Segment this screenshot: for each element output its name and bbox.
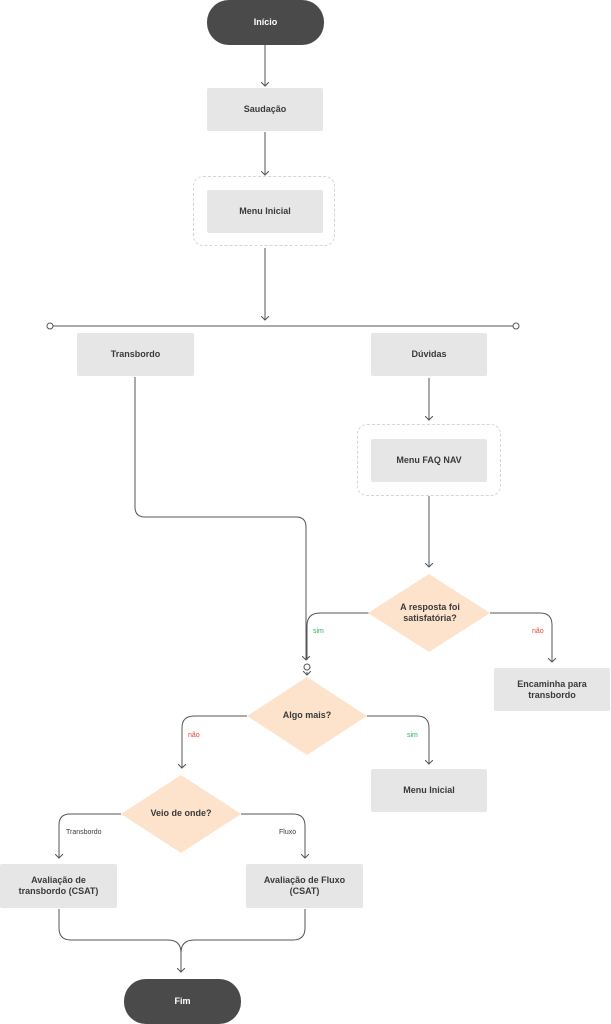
label-algo-nao: não <box>188 732 200 739</box>
label-resposta-sim: sim <box>313 628 324 635</box>
label-origem-fluxo: Fluxo <box>279 829 297 836</box>
end-node: Fim <box>124 979 241 1024</box>
start-node: Início <box>207 0 324 45</box>
decision-resposta-label: A resposta foi satisfatória? <box>400 601 460 623</box>
duvidas-box: Dúvidas <box>371 333 487 376</box>
edge-fluxo-merge <box>180 909 306 954</box>
menu-faq-nav-box: Menu FAQ NAV <box>371 439 487 482</box>
merge-point <box>303 663 311 671</box>
label-resposta-nao: não <box>532 628 544 635</box>
decision-resposta-shape <box>368 574 490 652</box>
split-bar-end <box>512 322 520 330</box>
avaliacao-transbordo-box: Avaliação de transbordo (CSAT) <box>0 864 117 908</box>
decision-veio-shape <box>121 775 241 853</box>
edge-origem-transbordo <box>59 813 121 858</box>
menu-inicial-box: Menu Inicial <box>207 190 323 233</box>
avaliacao-fluxo-box: Avaliação de Fluxo (CSAT) <box>246 864 363 908</box>
edge-resposta-sim <box>306 612 370 660</box>
edge-resposta-nao <box>490 612 552 662</box>
menu-faq-highlight <box>357 424 501 496</box>
encaminha-transbordo-box: Encaminha para transbordo <box>494 668 610 711</box>
menu-inicial-2-box: Menu Inicial <box>371 769 487 812</box>
split-bar-start <box>46 322 54 330</box>
edge-algo-nao <box>182 715 247 768</box>
decision-veio-label: Veio de onde? <box>150 808 212 819</box>
saudacao-box: Saudação <box>207 88 323 131</box>
edge-transbordo-merge <box>134 377 306 660</box>
decision-algo-shape <box>247 677 367 755</box>
decision-algo-label: Algo mais? <box>282 710 332 721</box>
transbordo-box: Transbordo <box>77 333 194 376</box>
menu-inicial-highlight <box>193 176 335 246</box>
label-algo-sim: sim <box>407 732 418 739</box>
edge-algo-sim <box>367 715 429 764</box>
edge-origem-fluxo <box>241 813 305 858</box>
edge-csat-merge <box>58 909 181 972</box>
label-origem-transbordo: Transbordo <box>66 829 102 836</box>
